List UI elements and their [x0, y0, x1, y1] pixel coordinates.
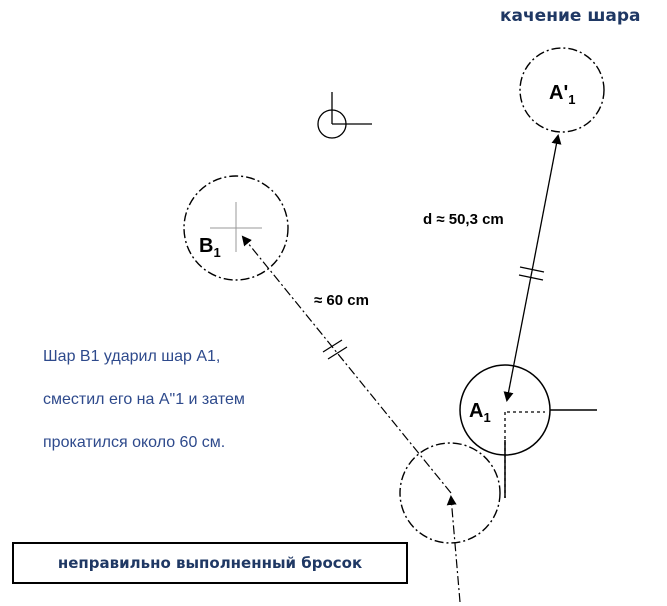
label-b1: B1 [199, 235, 221, 260]
label-distance-60: ≈ 60 cm [314, 292, 369, 309]
description-line-3: прокатился около 60 см. [43, 434, 226, 451]
cue-path-line [446, 495, 461, 603]
ball-b1 [183, 175, 289, 281]
reference-ball-symbol [317, 92, 372, 139]
label-a1: A1 [469, 400, 491, 425]
description-line-2: сместил его на А"1 и затем [43, 391, 245, 408]
description-line-1: Шар В1 ударил шар А1, [43, 348, 221, 365]
verdict-box: неправильно выполненный бросок [12, 542, 408, 584]
diagram-title: качение шара [500, 6, 641, 26]
verdict-text: неправильно выполненный бросок [57, 554, 363, 572]
label-a1-prime: A'1 [549, 82, 575, 107]
a1-displacement-line [503, 134, 562, 402]
cue-ball-contact-position [399, 442, 501, 544]
label-distance-d: d ≈ 50,3 cm [423, 211, 504, 228]
b1-path-line [241, 235, 452, 494]
ball-a1 [459, 364, 597, 498]
ball-a1-prime [519, 47, 605, 133]
